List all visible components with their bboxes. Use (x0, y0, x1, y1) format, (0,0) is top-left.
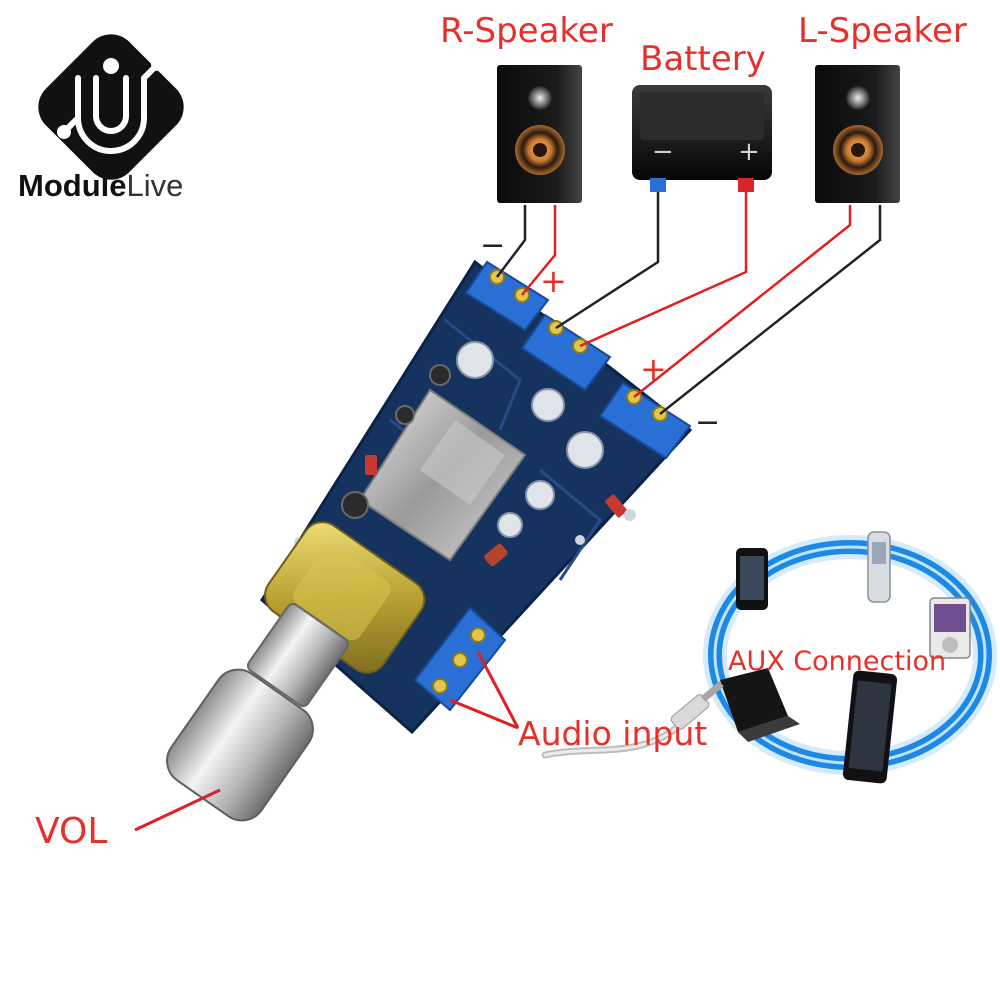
tablet-icon (842, 670, 898, 784)
battery-negative-terminal (650, 178, 666, 192)
audio-input-pointer (449, 698, 519, 730)
screw-icon (452, 652, 468, 668)
wire-battery-positive (579, 192, 748, 348)
media-player-icon (929, 597, 971, 659)
wire-l-speaker-positive (633, 205, 852, 398)
screw-icon (470, 627, 486, 643)
audio-input-label: Audio input (518, 714, 707, 753)
brand-logo (38, 34, 184, 180)
laptop-icon (720, 668, 800, 742)
r-speaker (497, 65, 582, 203)
music-player-icon (867, 531, 891, 603)
brand-name: ModuleLive (18, 168, 183, 203)
terminal-audio-input (413, 606, 507, 712)
volume-knob (166, 521, 426, 822)
wire-battery-negative (555, 192, 660, 330)
tweeter-icon (846, 86, 870, 110)
circuit-u-icon (57, 57, 165, 154)
audio-cable (541, 680, 724, 759)
screw-icon (432, 678, 448, 694)
r-speaker-minus-mark: − (480, 228, 505, 263)
wires (496, 192, 882, 415)
l-speaker-plus-mark: + (640, 350, 667, 388)
battery: − + (632, 85, 772, 192)
capacitor-icon (531, 388, 565, 422)
aux-connection-label: AUX Connection (728, 646, 946, 677)
vol-label: VOL (35, 811, 107, 852)
logo-diamond (38, 34, 184, 180)
battery-positive-terminal (738, 178, 754, 192)
capacitor-icon (497, 512, 523, 538)
l-speaker-label: L-Speaker (798, 11, 967, 51)
wire-l-speaker-negative (659, 205, 882, 415)
battery-label: Battery (640, 39, 766, 79)
pointer-lines (134, 651, 520, 832)
capacitor-icon (341, 491, 369, 519)
capacitor-icon (456, 341, 494, 379)
l-speaker-minus-mark: − (695, 405, 720, 440)
capacitor-icon (566, 431, 604, 469)
wire-r-speaker-negative (496, 205, 527, 278)
film-capacitor-icon (484, 543, 508, 567)
battery-positive-mark: + (738, 137, 760, 167)
l-speaker (815, 65, 900, 203)
vol-pointer (134, 788, 221, 832)
battery-negative-mark: − (652, 137, 674, 167)
wire-r-speaker-positive (521, 205, 557, 296)
r-speaker-plus-mark: + (540, 262, 567, 300)
tweeter-icon (528, 86, 552, 110)
phone-icon (736, 548, 768, 610)
r-speaker-label: R-Speaker (440, 11, 613, 51)
knob-nut (246, 602, 350, 708)
capacitor-icon (525, 480, 555, 510)
audio-input-pointer (476, 651, 520, 729)
